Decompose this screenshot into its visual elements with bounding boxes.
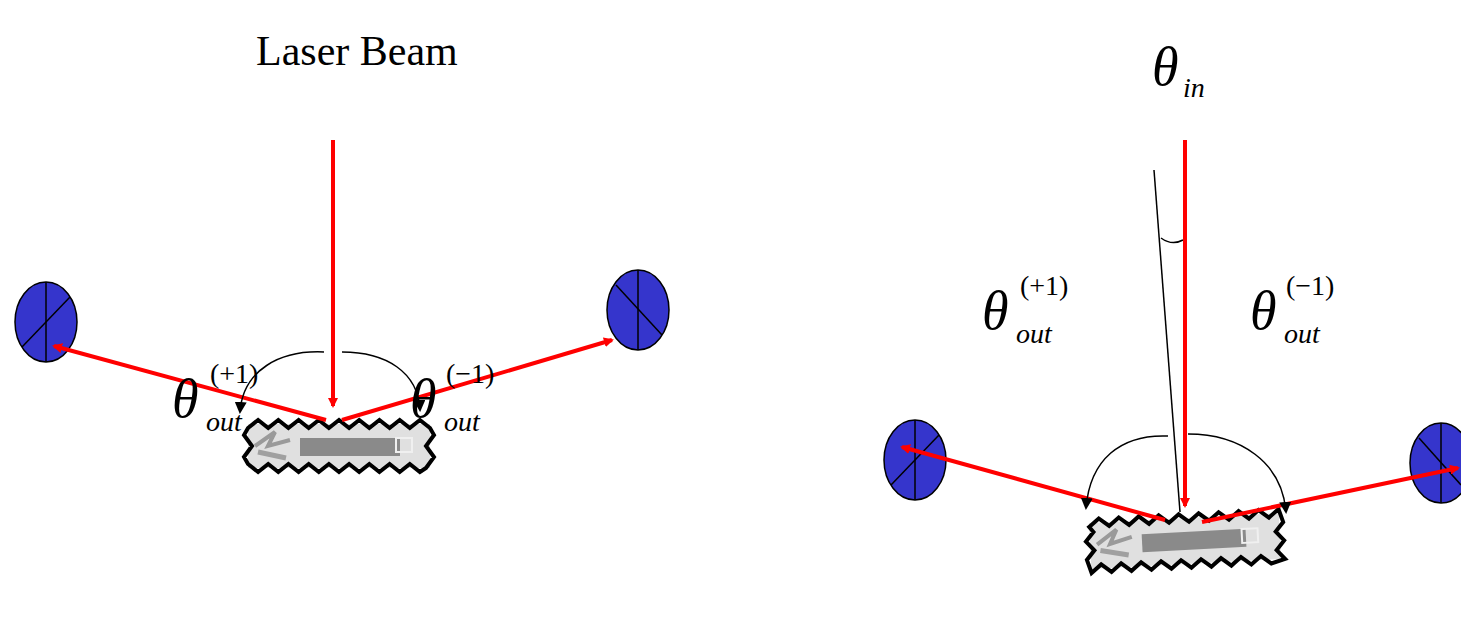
key-sample (244, 420, 434, 472)
laser-beam (331, 140, 335, 406)
key-sample (1085, 509, 1286, 573)
angle-subscript: out (444, 408, 480, 436)
right-setup (884, 140, 1461, 573)
laser-beam (1183, 140, 1187, 506)
angle-subscript: in (1183, 74, 1205, 102)
diffracted-beam (1202, 468, 1458, 522)
angle-subscript: out (1016, 320, 1052, 348)
detector (1410, 423, 1461, 503)
surface-normal (1154, 170, 1180, 512)
angle-symbol: θ (1152, 40, 1179, 94)
beam-label: Laser Beam (256, 30, 458, 72)
angle-symbol: θ (982, 284, 1009, 338)
angle-subscript: out (1284, 320, 1320, 348)
angle-arc (1161, 238, 1183, 243)
angle-arc (342, 352, 420, 410)
angle-arc (1086, 436, 1168, 508)
angle-subscript: out (206, 408, 242, 436)
angle-symbol: θ (410, 372, 437, 426)
order-superscript: (−1) (446, 360, 494, 388)
left-setup (15, 140, 669, 472)
angle-arc (1188, 434, 1286, 512)
detector (607, 270, 669, 350)
diffracted-beam (902, 447, 1165, 520)
order-superscript: (−1) (1286, 272, 1334, 300)
angle-symbol: θ (172, 372, 199, 426)
order-superscript: (+1) (210, 360, 258, 388)
angle-symbol: θ (1250, 284, 1277, 338)
detector (884, 420, 946, 500)
order-superscript: (+1) (1020, 272, 1068, 300)
